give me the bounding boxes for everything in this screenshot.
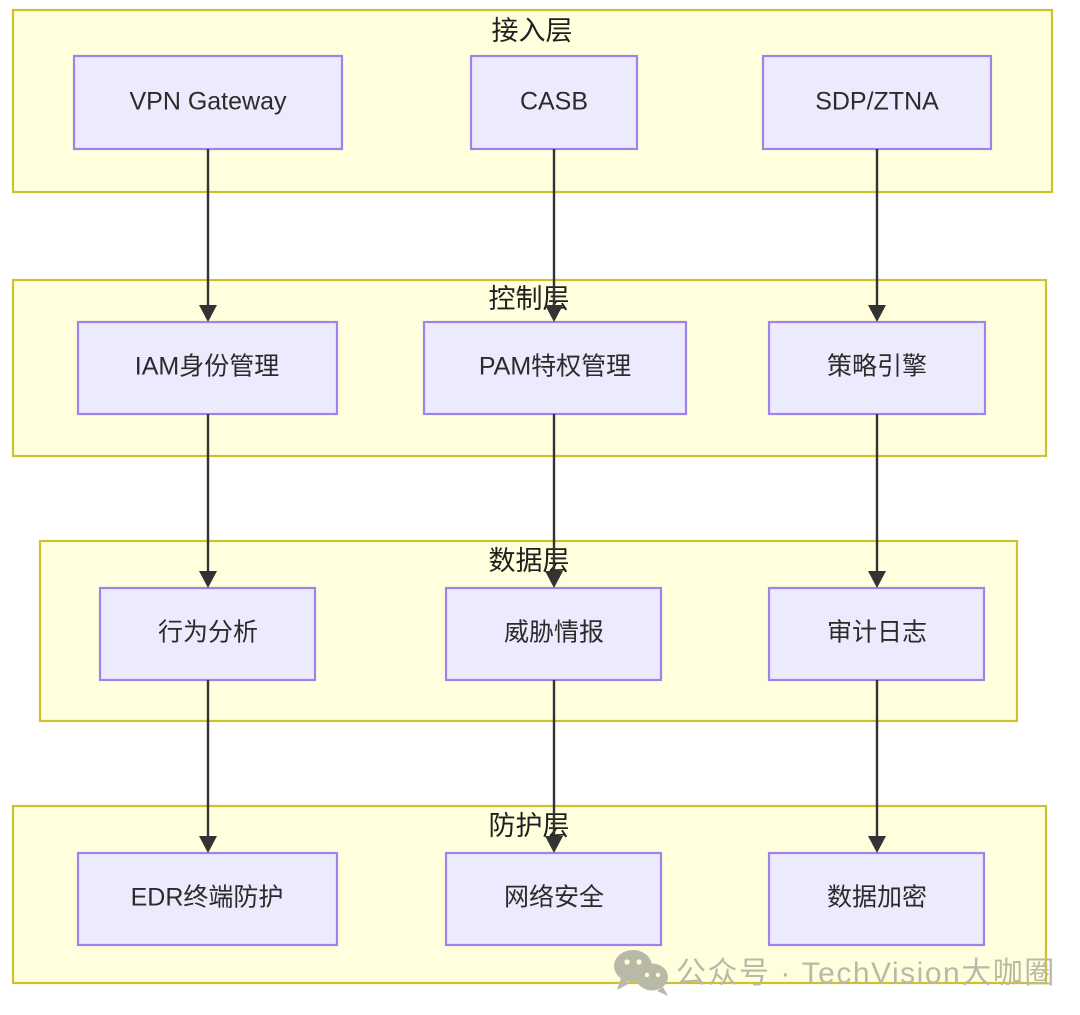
node-label-iam: IAM身份管理 bbox=[135, 353, 279, 381]
node-box-casb[interactable] bbox=[469, 54, 639, 151]
node-box-behavior-analysis[interactable] bbox=[98, 586, 317, 682]
node-box-data-encryption[interactable] bbox=[767, 851, 986, 947]
layer-group-protection-layer: 防护层 EDR终端防护 网络安全 数据加密 bbox=[11, 804, 1048, 985]
wechat-icon bbox=[614, 950, 668, 996]
edge-policy-engine-to-audit-log bbox=[868, 414, 886, 588]
node-label-casb: CASB bbox=[520, 88, 588, 116]
layer-group-access-layer: 接入层 VPN Gateway CASB SDP/ZTNA bbox=[11, 8, 1054, 194]
layer-group-control-layer: 控制层 IAM身份管理 PAM特权管理 策略引擎 bbox=[11, 278, 1048, 458]
node-box-policy-engine[interactable] bbox=[767, 320, 987, 416]
watermark-label: 公众号 · TechVision大咖圈 bbox=[676, 957, 1056, 990]
edge-iam-to-behavior-analysis bbox=[199, 414, 217, 588]
node-label-vpn-gateway: VPN Gateway bbox=[129, 88, 287, 116]
edge-vpn-gateway-to-iam bbox=[199, 149, 217, 322]
node-box-sdp-ztna[interactable] bbox=[761, 54, 993, 151]
layer-group-data-layer: 数据层 行为分析 威胁情报 审计日志 bbox=[38, 539, 1019, 723]
node-label-pam: PAM特权管理 bbox=[479, 353, 631, 381]
edge-behavior-analysis-to-edr bbox=[199, 680, 217, 853]
node-label-edr: EDR终端防护 bbox=[131, 884, 284, 912]
watermark: 公众号 · TechVision大咖圈 bbox=[614, 950, 1056, 996]
layer-title-access-layer: 接入层 bbox=[492, 16, 573, 46]
node-label-data-encryption: 数据加密 bbox=[827, 884, 927, 912]
node-box-vpn-gateway[interactable] bbox=[72, 54, 344, 151]
edge-pam-to-threat-intel bbox=[545, 414, 563, 588]
node-box-edr[interactable] bbox=[76, 851, 339, 947]
node-box-pam[interactable] bbox=[422, 320, 688, 416]
node-label-policy-engine: 策略引擎 bbox=[827, 353, 927, 381]
node-box-audit-log[interactable] bbox=[767, 586, 986, 682]
node-label-network-security: 网络安全 bbox=[504, 884, 604, 912]
edge-casb-to-pam bbox=[545, 149, 563, 322]
node-label-sdp-ztna: SDP/ZTNA bbox=[815, 88, 939, 116]
edge-threat-intel-to-network-security bbox=[545, 680, 563, 853]
edge-audit-log-to-data-encryption bbox=[868, 680, 886, 853]
node-box-threat-intel[interactable] bbox=[444, 586, 663, 682]
edge-sdp-ztna-to-policy-engine bbox=[868, 149, 886, 322]
node-label-audit-log: 审计日志 bbox=[827, 619, 927, 647]
node-label-threat-intel: 威胁情报 bbox=[504, 619, 604, 647]
node-box-network-security[interactable] bbox=[444, 851, 663, 947]
node-label-behavior-analysis: 行为分析 bbox=[158, 619, 258, 647]
